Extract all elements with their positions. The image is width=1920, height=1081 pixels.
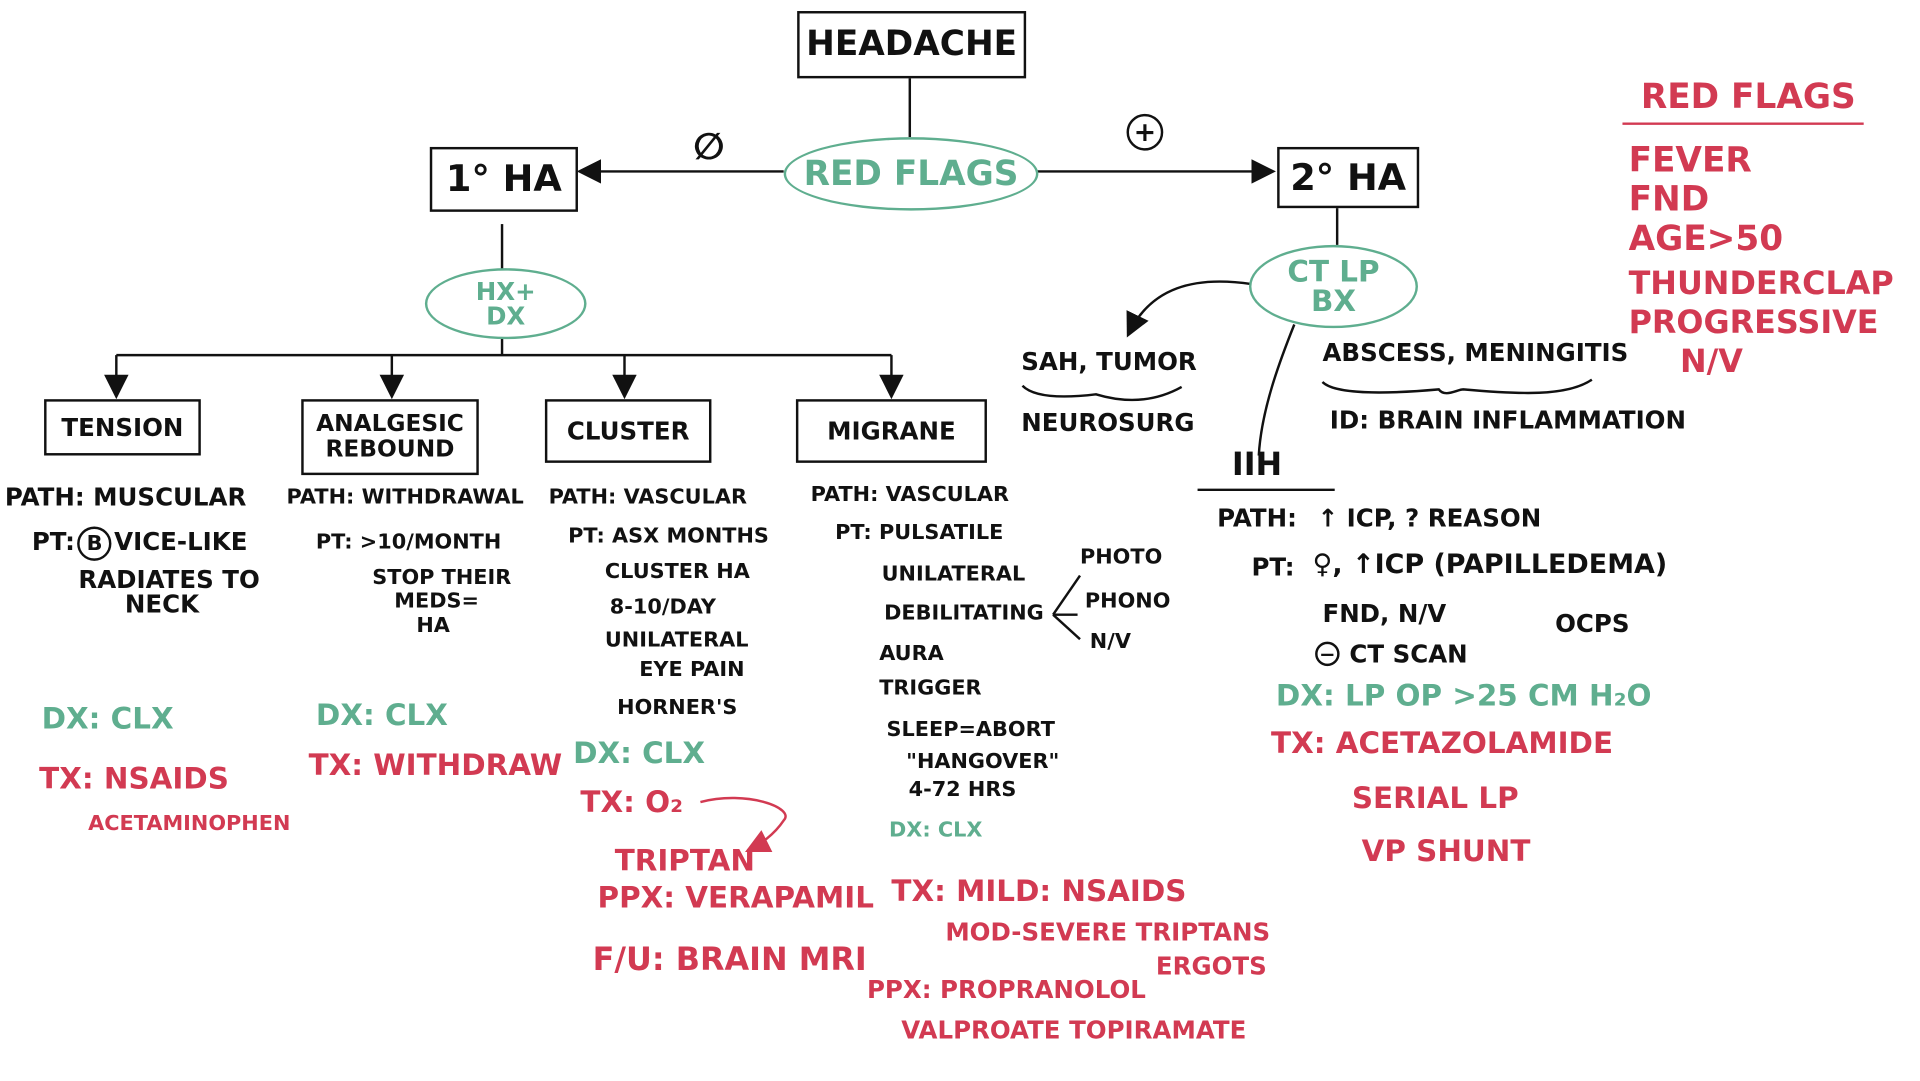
migraine-tx-2: MOD-SEVERE TRIPTANS <box>945 917 1271 947</box>
cluster-dx: DX: CLX <box>573 735 706 771</box>
migraine-box: MIGRANE <box>795 399 987 463</box>
cluster-l3: 8-10/DAY <box>609 595 716 620</box>
migraine-l5: TRIGGER <box>879 675 982 701</box>
migraine-path: PATH: VASCULAR <box>810 482 1010 507</box>
analgesic-dx: DX: CLX <box>315 697 448 733</box>
id-brain-inflammation: ID: BRAIN INFLAMMATION <box>1329 405 1687 435</box>
analgesic-pt: PT: >10/MONTH <box>315 530 502 555</box>
migraine-tx-3: ERGOTS <box>1155 951 1267 981</box>
cluster-tx: TX: O₂ <box>580 784 683 820</box>
red-flag-item: THUNDERCLAP <box>1628 265 1894 303</box>
migraine-tx: TX: MILD: NSAIDS <box>891 874 1187 909</box>
analgesic-title-2: REBOUND <box>325 435 455 463</box>
red-flag-item: FND <box>1628 178 1710 220</box>
migraine-pt: PT: PULSATILE <box>835 520 1004 545</box>
tension-neck: NECK <box>124 588 200 619</box>
bilateral-circle: B <box>77 526 112 561</box>
iih-title: IIH <box>1231 446 1283 484</box>
migraine-phono: PHONO <box>1084 588 1171 614</box>
cluster-path: PATH: VASCULAR <box>548 484 748 510</box>
cluster-l6: HORNER'S <box>617 695 738 721</box>
analgesic-stop-2: MEDS= <box>394 588 479 614</box>
iih-pt-label: PT: <box>1251 552 1295 582</box>
minus-circle-icon: − <box>1315 641 1340 667</box>
red-flag-item: FEVER <box>1628 139 1752 181</box>
iih-ct-scan: CT SCAN <box>1349 639 1468 669</box>
ct-lp-oval: CT LP BX <box>1248 244 1418 329</box>
tension-tx: TX: NSAIDS <box>39 761 229 796</box>
iih-tx-3: VP SHUNT <box>1361 833 1531 869</box>
migraine-photo: PHOTO <box>1080 544 1163 570</box>
red-flag-item: N/V <box>1680 344 1743 381</box>
migraine-hrs: 4-72 HRS <box>908 777 1017 803</box>
migraine-hangover: "HANGOVER" <box>906 749 1060 774</box>
analgesic-rebound-box: ANALGESIC REBOUND <box>301 399 479 476</box>
cluster-box: CLUSTER <box>544 399 712 463</box>
migraine-ppx: PPX: PROPRANOLOL <box>866 974 1146 1005</box>
migraine-sleep: SLEEP=ABORT <box>886 717 1055 743</box>
tension-pt-rest: VICE-LIKE <box>114 526 248 556</box>
analgesic-path: PATH: WITHDRAWAL <box>286 484 524 510</box>
migraine-l3: DEBILITATING <box>884 601 1044 626</box>
iih-tx: TX: ACETAZOLAMIDE <box>1271 726 1614 761</box>
red-flags-title: RED FLAGS <box>1640 75 1856 117</box>
tension-path: PATH: MUSCULAR <box>4 482 247 512</box>
migraine-nv: N/V <box>1089 629 1131 654</box>
migraine-ppx-2: VALPROATE TOPIRAMATE <box>901 1015 1247 1045</box>
secondary-ha-box: 2° HA <box>1277 146 1420 209</box>
analgesic-title-1: ANALGESIC <box>316 410 464 438</box>
migraine-dx: DX: CLX <box>888 817 983 843</box>
neurosurg: NEUROSURG <box>1021 407 1195 438</box>
hx-dx-oval: HX+ DX <box>424 268 587 340</box>
iih-dx: DX: LP OP >25 CM H₂O <box>1275 678 1652 713</box>
tension-tx-2: ACETAMINOPHEN <box>88 811 291 837</box>
cluster-l2: CLUSTER HA <box>604 559 750 585</box>
red-flag-item: AGE>50 <box>1628 217 1784 259</box>
migraine-l2: UNILATERAL <box>881 562 1026 587</box>
cluster-pt: PT: ASX MONTHS <box>568 524 769 549</box>
tension-pt-prefix: PT: <box>31 526 75 556</box>
negative-symbol: ∅ <box>693 126 725 169</box>
analgesic-stop-3: HA <box>416 613 450 638</box>
migraine-l4: AURA <box>879 641 944 667</box>
cluster-ppx: PPX: VERAPAMIL <box>597 880 874 915</box>
analgesic-tx: TX: WITHDRAW <box>308 748 563 783</box>
iih-tx-2: SERIAL LP <box>1351 781 1519 816</box>
cluster-l4: UNILATERAL <box>604 628 749 653</box>
primary-ha-box: 1° HA <box>429 146 578 212</box>
cluster-l5: EYE PAIN <box>639 657 745 683</box>
cluster-fu: F/U: BRAIN MRI <box>592 941 867 979</box>
iih-fnd: FND, N/V <box>1322 598 1447 629</box>
positive-circle-icon: + <box>1126 113 1164 151</box>
iih-path-label: PATH: <box>1217 503 1297 533</box>
hx-dx-label: HX+ DX <box>475 276 536 331</box>
iih-ocps: OCPS <box>1555 608 1630 638</box>
ct-lp-label: CT LP BX <box>1287 254 1380 319</box>
red-flags-oval: RED FLAGS <box>783 137 1039 211</box>
red-flag-item: PROGRESSIVE <box>1628 304 1879 342</box>
tension-box: TENSION <box>44 399 201 456</box>
analgesic-stop-1: STOP THEIR <box>372 565 512 591</box>
cluster-triptan: TRIPTAN <box>614 843 755 878</box>
sah-tumor: SAH, TUMOR <box>1021 346 1197 376</box>
tension-radiates: RADIATES TO <box>78 564 260 594</box>
iih-pt-value: ♀, ↑ICP (PAPILLEDEMA) <box>1312 549 1668 581</box>
headache-box: HEADACHE <box>797 11 1027 79</box>
abscess-meningitis: ABSCESS, MENINGITIS <box>1322 337 1629 368</box>
tension-dx: DX: CLX <box>41 701 174 736</box>
positive-symbol: + <box>1133 116 1157 148</box>
ct-minus: − <box>1319 642 1336 666</box>
iih-path-value: ↑ ICP, ? REASON <box>1317 503 1542 533</box>
